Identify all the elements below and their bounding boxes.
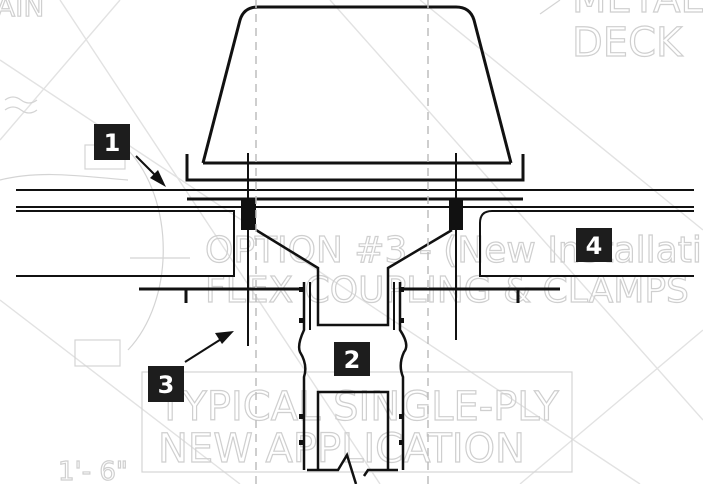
- callout-3-label: 3: [158, 371, 175, 399]
- callout-4-box: [576, 228, 612, 262]
- coupling-bolt-5: [299, 414, 304, 419]
- callout-1-arrow: [135, 155, 166, 187]
- deck-flange: [139, 287, 560, 303]
- callout-2-box: [334, 342, 370, 376]
- callout-3-arrow: [184, 331, 234, 363]
- callout-4-label: 4: [586, 232, 603, 260]
- drain-body: [241, 200, 463, 327]
- coupling-bolt-4: [399, 318, 404, 323]
- callout-1-box: [94, 124, 130, 160]
- callout-1-label: 1: [104, 129, 121, 157]
- coupling-bolt-6: [299, 440, 304, 445]
- coupling-bolt-1: [299, 287, 304, 292]
- roof-insulation-left: [16, 210, 235, 277]
- coupling-bolt-8: [399, 440, 404, 445]
- callout-2-label: 2: [344, 346, 361, 374]
- flex-coupling: [297, 282, 408, 470]
- ghost-text-dimension: 1'- 6": [58, 457, 128, 484]
- roof-membrane-layers: [16, 189, 694, 208]
- bolt-lines: [247, 153, 457, 346]
- coupling-bolt-7: [399, 414, 404, 419]
- ghost-text-option: OPTION #3 - (New Installation): [205, 230, 703, 271]
- coupling-bolt-2: [299, 318, 304, 323]
- coupling-bolt-3: [399, 287, 404, 292]
- callout-4: 4: [576, 228, 612, 262]
- drain-dome: [201, 5, 513, 165]
- callout-3-box: [148, 366, 184, 402]
- callout-3: 3: [148, 366, 184, 402]
- ghost-text-ain: AIN: [0, 0, 44, 23]
- roof-insulation-right: [479, 210, 694, 277]
- callout-1: 1: [94, 124, 130, 160]
- callout-2: 2: [334, 342, 370, 376]
- dome-retaining-ring: [185, 154, 525, 182]
- lower-pipe: [307, 390, 398, 484]
- ghost-text-metal: METAL: [572, 0, 703, 22]
- ghost-text-deck: DECK: [572, 20, 684, 66]
- centerline: [255, 0, 429, 484]
